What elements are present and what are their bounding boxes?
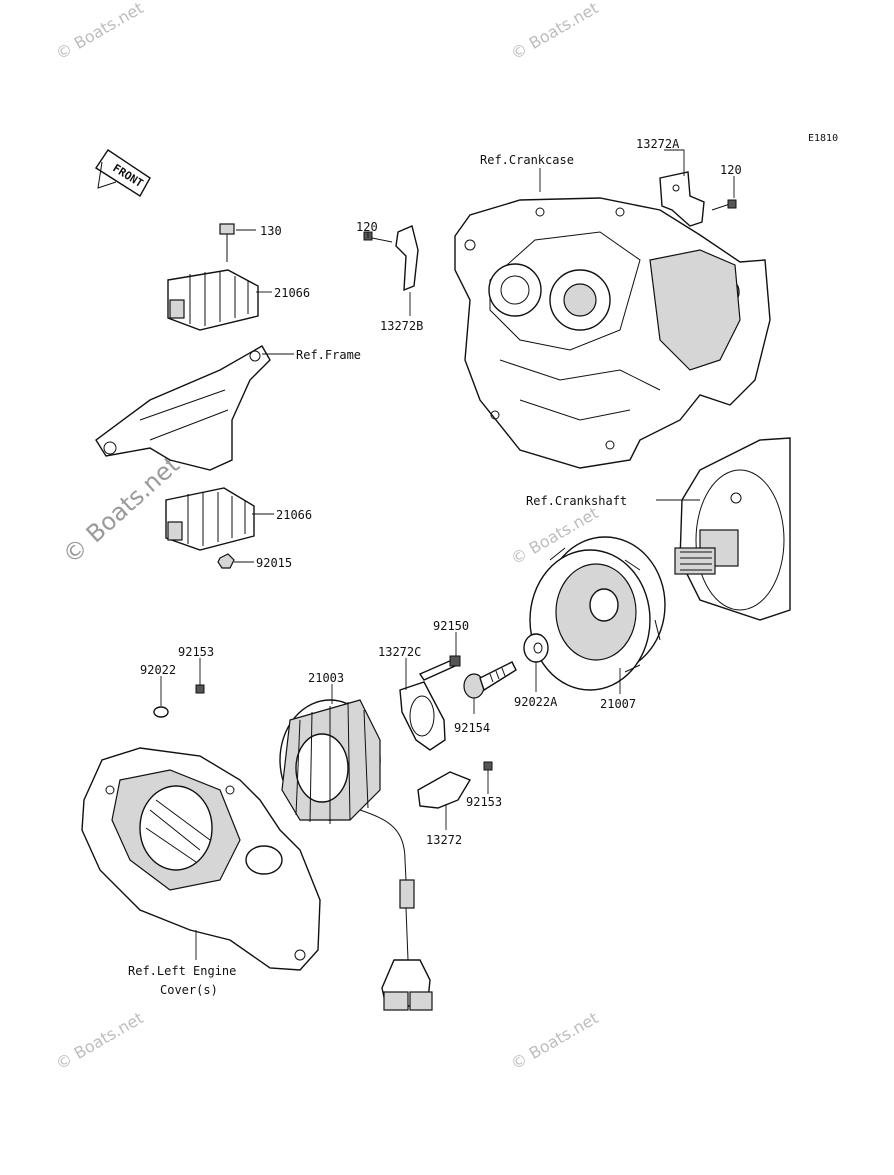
- label-21003[interactable]: 21003: [308, 671, 344, 685]
- regulator-21066-top[interactable]: [167, 269, 259, 331]
- watermark-bottom-right: © Boats.net: [508, 1008, 602, 1073]
- left-engine-cover-part[interactable]: [81, 747, 321, 971]
- bolt-92154[interactable]: [463, 661, 517, 699]
- label-120-right[interactable]: 120: [720, 163, 742, 177]
- label-92022[interactable]: 92022: [140, 663, 176, 677]
- frame-part[interactable]: [95, 345, 271, 471]
- rotor-21007[interactable]: [529, 536, 666, 691]
- label-21007[interactable]: 21007: [600, 697, 636, 711]
- label-ref-frame[interactable]: Ref.Frame: [296, 348, 361, 362]
- label-ref-left-engine-line1[interactable]: Ref.Left Engine: [128, 964, 236, 978]
- stator-21003[interactable]: [279, 699, 433, 1011]
- label-21066-bottom[interactable]: 21066: [276, 508, 312, 522]
- label-92153-right[interactable]: 92153: [466, 795, 502, 809]
- label-13272a[interactable]: 13272A: [636, 137, 680, 151]
- bolt-92153-left[interactable]: [195, 684, 205, 694]
- label-92015[interactable]: 92015: [256, 556, 292, 570]
- label-92150[interactable]: 92150: [433, 619, 469, 633]
- label-13272c[interactable]: 13272C: [378, 645, 421, 659]
- bolt-92153-right[interactable]: [483, 761, 493, 771]
- label-13272b[interactable]: 13272B: [380, 319, 423, 333]
- bolt-120-right[interactable]: [711, 199, 737, 211]
- crankshaft-part[interactable]: [674, 437, 791, 621]
- part-labels: Ref.Crankcase 13272A 120 120 13272B 130 …: [128, 137, 742, 997]
- nut-92015[interactable]: [217, 553, 235, 569]
- bolt-92150[interactable]: [418, 655, 461, 681]
- label-130[interactable]: 130: [260, 224, 282, 238]
- label-92154[interactable]: 92154: [454, 721, 490, 735]
- watermark-bottom-left: © Boats.net: [53, 1008, 147, 1073]
- washer-92022[interactable]: [153, 706, 169, 718]
- regulator-21066-bottom[interactable]: [165, 487, 255, 551]
- label-13272[interactable]: 13272: [426, 833, 462, 847]
- label-92153-left[interactable]: 92153: [178, 645, 214, 659]
- front-arrow: FRONT: [95, 149, 151, 197]
- watermark-top-right: © Boats.net: [508, 0, 602, 63]
- bracket-13272b[interactable]: [395, 225, 419, 292]
- label-ref-crankcase[interactable]: Ref.Crankcase: [480, 153, 574, 167]
- plate-13272[interactable]: [417, 771, 472, 809]
- label-ref-left-engine-line2[interactable]: Cover(s): [160, 983, 218, 997]
- leader-lines: [160, 149, 735, 960]
- label-120-left[interactable]: 120: [356, 220, 378, 234]
- crankcase-part[interactable]: [454, 197, 771, 469]
- figure-code: E1810: [808, 133, 838, 144]
- gasket-13272c[interactable]: [399, 681, 446, 751]
- label-21066-top[interactable]: 21066: [274, 286, 310, 300]
- label-92022a[interactable]: 92022A: [514, 695, 558, 709]
- watermark-top-left: © Boats.net: [53, 0, 147, 63]
- bolt-130[interactable]: [219, 223, 235, 262]
- washer-92022a[interactable]: [523, 633, 549, 663]
- bracket-13272a[interactable]: [659, 171, 705, 227]
- label-ref-crankshaft[interactable]: Ref.Crankshaft: [526, 494, 627, 508]
